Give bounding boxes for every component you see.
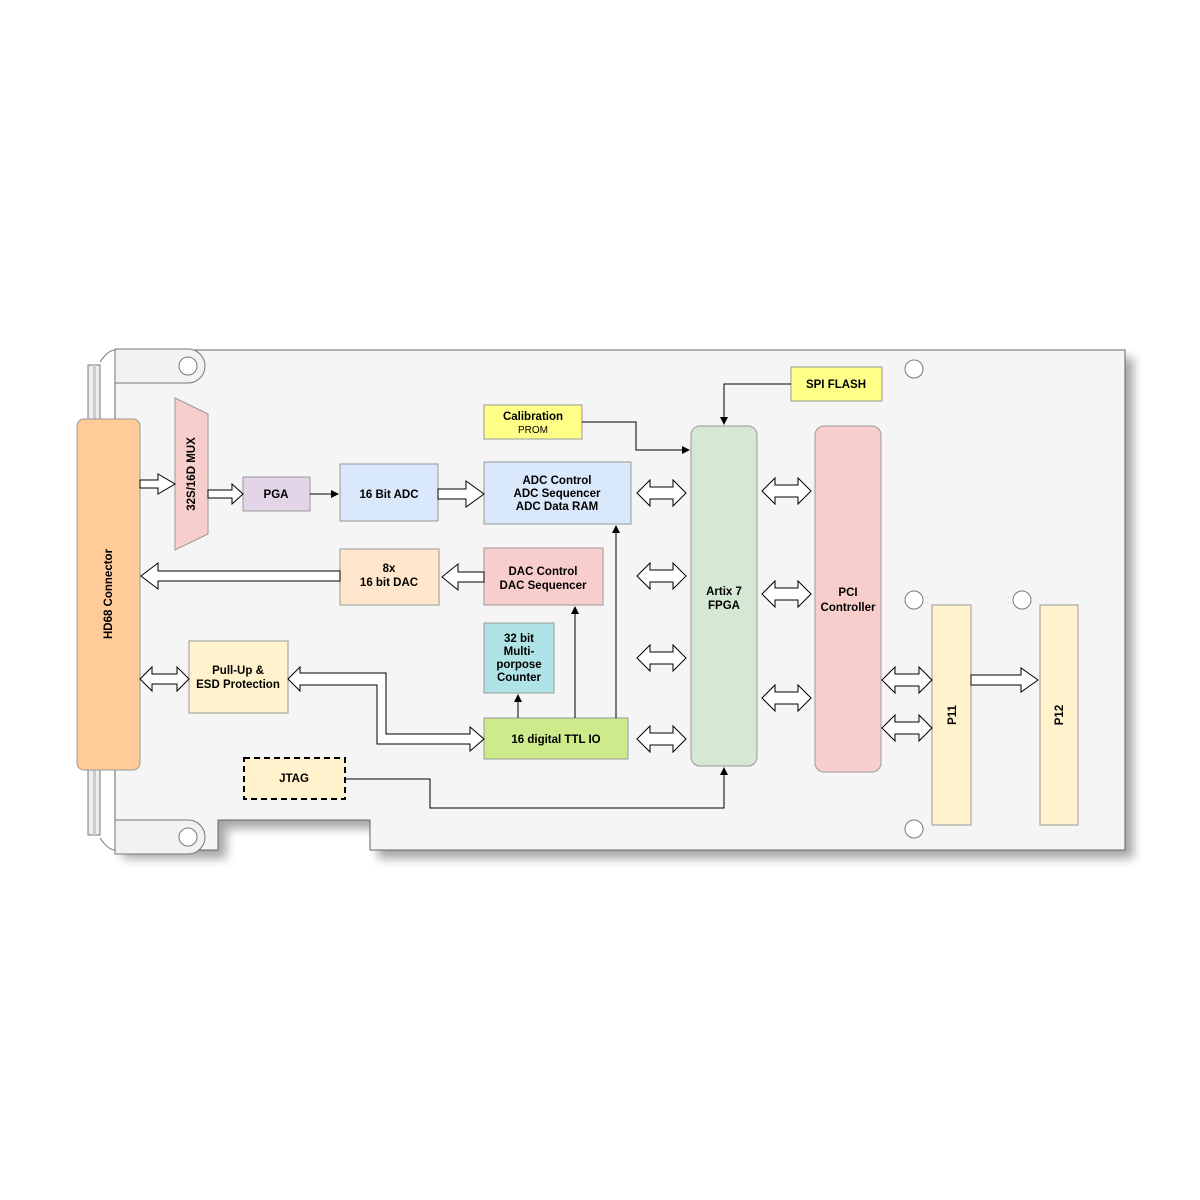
- hd68-label: HD68 Connector: [103, 548, 115, 639]
- pullup-esd-block: Pull-Up & ESD Protection: [188, 640, 289, 714]
- p11-connector: P11: [931, 604, 972, 826]
- adc-label: 16 Bit ADC: [360, 489, 419, 501]
- calibration-label: Calibration: [503, 411, 563, 423]
- counter-fpga-arrow: [636, 643, 687, 673]
- pci-controller-block: PCI Controller: [814, 425, 882, 773]
- calibration-prom-block: Calibration PROM: [483, 404, 583, 440]
- prom-to-fpga-line: [582, 421, 690, 454]
- ttl-fpga-arrow: [636, 724, 687, 754]
- dac-control-block: DAC Control DAC Sequencer: [483, 547, 604, 606]
- ttl-io-label: 16 digital TTL IO: [511, 734, 600, 746]
- adc-control-label: ADC Control: [523, 475, 592, 487]
- dac-control-label: DAC Control: [509, 566, 578, 578]
- mount-hole: [178, 356, 198, 376]
- counter-line3: porpose: [496, 659, 541, 671]
- pci-line1: PCI: [838, 587, 857, 599]
- adc-sequencer-label: ADC Sequencer: [514, 488, 601, 500]
- ttl-io-block: 16 digital TTL IO: [483, 717, 629, 760]
- pci-p11-arrow-2: [881, 713, 933, 743]
- mux-block: 32S/16D MUX: [174, 397, 209, 551]
- counter-line1: 32 bit: [504, 633, 534, 645]
- spi-flash-block: SPI FLASH: [790, 366, 883, 402]
- dac-label: 16 bit DAC: [360, 577, 418, 589]
- p12-label: P12: [1054, 705, 1066, 725]
- board-hole: [904, 359, 924, 379]
- jtag-block: JTAG: [243, 757, 346, 800]
- counter-line2: Multi-: [504, 646, 535, 658]
- board-hole: [904, 590, 924, 610]
- fpga-block: Artix 7 FPGA: [690, 425, 758, 767]
- fpga-pci-arrow-1: [761, 476, 812, 506]
- pci-line2: Controller: [821, 602, 876, 614]
- pullup-label: Pull-Up &: [212, 665, 264, 677]
- signal-lines: [310, 383, 791, 809]
- dac-sequencer-label: DAC Sequencer: [500, 580, 587, 592]
- jtag-label: JTAG: [279, 773, 309, 785]
- adc-data-ram-label: ADC Data RAM: [516, 501, 598, 513]
- pullup-ttl-arrow: [287, 665, 485, 753]
- hd68-to-mux-arrow: [139, 473, 176, 495]
- counter-line4: Counter: [497, 672, 542, 684]
- pga-block: PGA: [242, 476, 311, 512]
- board-hole: [904, 819, 924, 839]
- fpga-line2: FPGA: [708, 600, 740, 612]
- adc-fpga-arrow: [636, 478, 687, 508]
- bus-arrows: [139, 473, 1039, 754]
- mount-hole: [178, 827, 198, 847]
- p11-label: P11: [947, 704, 959, 724]
- prom-label: PROM: [518, 425, 548, 436]
- dac-fpga-arrow: [636, 561, 687, 591]
- dac-to-hd68-arrow: [140, 561, 341, 591]
- p11-to-p12-arrow: [970, 667, 1039, 693]
- esd-label: ESD Protection: [196, 679, 280, 691]
- pga-label: PGA: [264, 489, 289, 501]
- pci-p11-arrow-1: [881, 665, 933, 695]
- mux-label: 32S/16D MUX: [186, 437, 198, 511]
- fpga-pci-arrow-2: [761, 579, 812, 609]
- spi-to-fpga-line: [720, 383, 791, 425]
- dac-block: 8x 16 bit DAC: [339, 548, 440, 606]
- dac-count-label: 8x: [383, 563, 396, 575]
- board-hole: [1012, 590, 1032, 610]
- jtag-to-fpga-line: [345, 767, 728, 809]
- dac-ctrl-to-dac-arrow: [441, 562, 485, 592]
- fpga-pci-arrow-3: [761, 683, 812, 713]
- adc-block: 16 Bit ADC: [339, 463, 439, 522]
- counter-block: 32 bit Multi- porpose Counter: [483, 622, 555, 694]
- adc-to-control-arrow: [437, 480, 485, 508]
- spi-flash-label: SPI FLASH: [806, 379, 866, 391]
- mux-to-pga-arrow: [207, 482, 244, 506]
- fpga-line1: Artix 7: [706, 586, 742, 598]
- p12-connector: P12: [1039, 604, 1079, 826]
- hd68-pullup-arrow: [139, 665, 190, 693]
- hd68-connector-block: HD68 Connector: [76, 418, 141, 771]
- adc-control-block: ADC Control ADC Sequencer ADC Data RAM: [483, 461, 632, 525]
